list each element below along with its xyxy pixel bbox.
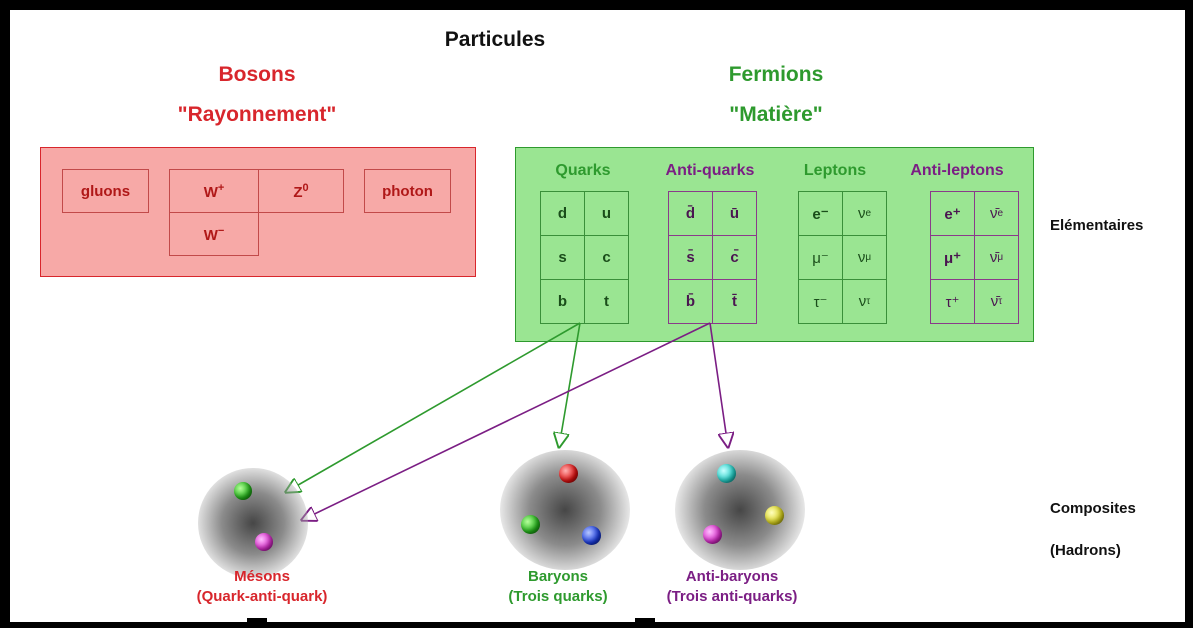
- frame-tick: [635, 618, 655, 622]
- quark-cell: t: [584, 279, 629, 324]
- arrow-antiquarks-to-antibaryons: [709, 322, 728, 447]
- fermions-box: Quarks Anti-quarks Leptons Anti-leptons …: [515, 147, 1034, 342]
- anti-quarks-header: Anti-quarks: [665, 162, 755, 179]
- hadrons-label: (Hadrons): [1050, 542, 1121, 559]
- anti-baryon-halo: [675, 450, 805, 570]
- mesons-desc: (Quark-anti-quark): [196, 588, 328, 605]
- diagram-title: Particules: [444, 28, 546, 51]
- baryons-label: Baryons: [527, 568, 589, 585]
- quark-ball-blue: [582, 526, 601, 545]
- boson-z0: Z0: [258, 169, 344, 213]
- meson-halo: [198, 468, 308, 578]
- quark-ball-red: [559, 464, 578, 483]
- anti-quark-cell: t̄: [712, 279, 757, 324]
- quark-ball-cyan: [717, 464, 736, 483]
- gluons-label: gluons: [80, 182, 131, 200]
- boson-w-minus: W−: [169, 212, 259, 256]
- w-plus-label: W+: [203, 181, 225, 201]
- anti-lepton-cell: ν̄τ: [974, 279, 1019, 324]
- quark-ball-magenta: [703, 525, 722, 544]
- mesons-label: Mésons: [234, 568, 290, 585]
- z0-label: Z0: [293, 181, 309, 201]
- fermions-subtitle: "Matière": [729, 103, 823, 126]
- arrow-antiquarks-to-mesons: [302, 322, 711, 520]
- arrow-quarks-to-mesons: [286, 322, 581, 492]
- fermions-title: Fermions: [728, 63, 824, 86]
- quarks-header: Quarks: [555, 162, 611, 179]
- elementaires-label: Elémentaires: [1050, 217, 1144, 234]
- arrow-quarks-to-baryons: [559, 322, 581, 447]
- bosons-box: gluons W+ Z0 photon W−: [40, 147, 476, 277]
- anti-leptons-header: Anti-leptons: [910, 162, 1004, 179]
- anti-baryons-label: Anti-baryons: [685, 568, 779, 585]
- bosons-subtitle: "Rayonnement": [177, 103, 337, 126]
- anti-baryons-desc: (Trois anti-quarks): [666, 588, 798, 605]
- boson-photon: photon: [364, 169, 451, 213]
- diagram-canvas: Particules Bosons "Rayonnement" Fermions…: [10, 10, 1185, 622]
- quark-ball-green: [521, 515, 540, 534]
- composites-label: Composites: [1050, 500, 1136, 517]
- quark-ball-green: [234, 482, 252, 500]
- w-minus-label: W−: [203, 224, 225, 244]
- quark-ball-magenta: [255, 533, 273, 551]
- arrows-layer: [10, 322, 1185, 622]
- bosons-title: Bosons: [218, 63, 296, 86]
- baryons-desc: (Trois quarks): [508, 588, 608, 605]
- boson-gluons: gluons: [62, 169, 149, 213]
- leptons-header: Leptons: [803, 162, 867, 179]
- frame-tick: [247, 618, 267, 622]
- photon-label: photon: [382, 182, 433, 200]
- quark-ball-yellow: [765, 506, 784, 525]
